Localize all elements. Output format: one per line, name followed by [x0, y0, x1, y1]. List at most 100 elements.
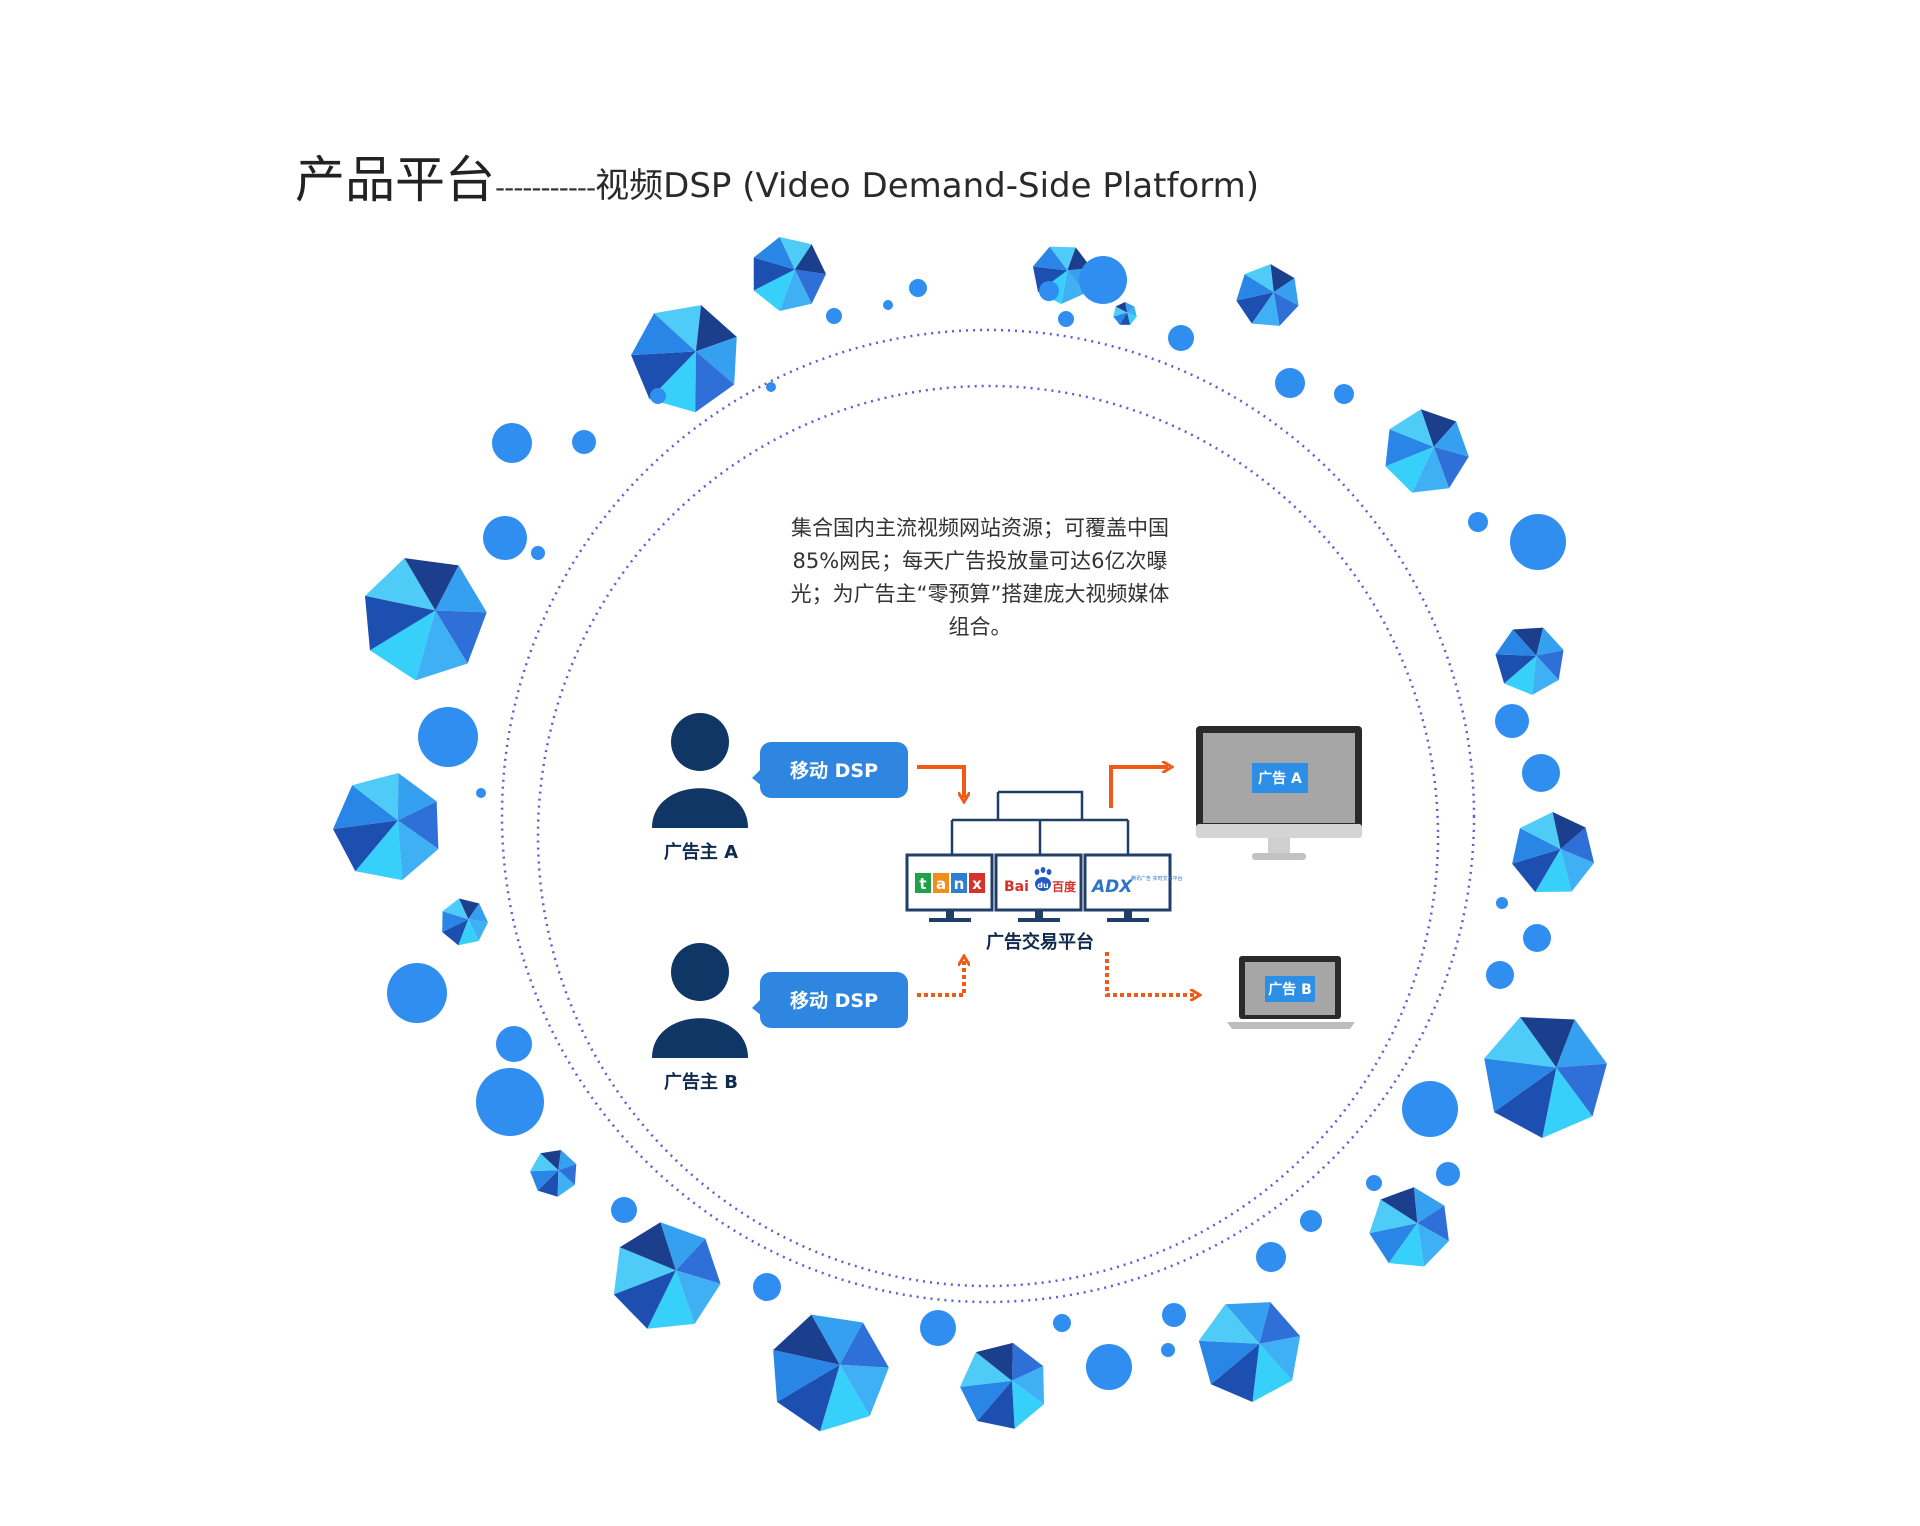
gem-sphere — [1113, 302, 1137, 325]
page-subtitle: 视频DSP (Video Demand-Side Platform) — [595, 166, 1259, 206]
adx-logo: ADX 腾讯广告 实时交易平台 — [1090, 875, 1183, 897]
desktop-monitor: 广告 A — [1196, 726, 1362, 860]
ad-b-label: 广告 B — [1268, 981, 1312, 998]
ad-a-box[interactable]: 广告 A — [1252, 763, 1308, 793]
svg-text:百度: 百度 — [1052, 879, 1077, 894]
decor-dot — [1523, 924, 1551, 952]
gem-sphere — [773, 1314, 889, 1432]
decor-dot — [1058, 311, 1074, 327]
decor-dot — [1522, 754, 1560, 792]
page-title: 产品平台 — [295, 151, 495, 209]
gem-sphere — [442, 898, 488, 946]
person-icon — [652, 943, 748, 1058]
description-line: 组合。 — [948, 615, 1012, 639]
decor-dot — [1086, 1344, 1132, 1390]
page-header: 产品平台-----------视频DSP (Video Demand-Side … — [295, 140, 1259, 212]
gem-sphere — [613, 1222, 721, 1329]
svg-text:Bai: Bai — [1004, 879, 1029, 895]
gem-sphere — [1484, 1017, 1607, 1138]
decor-dot — [1161, 1343, 1175, 1357]
decor-dot — [753, 1273, 781, 1301]
decor-dot — [496, 1026, 532, 1062]
decor-dot — [1168, 325, 1194, 351]
gem-sphere — [1512, 812, 1595, 893]
svg-text:腾讯广告 实时交易平台: 腾讯广告 实时交易平台 — [1131, 875, 1183, 882]
decor-dot — [1510, 514, 1566, 570]
advertiser-a: 移动 DSP 广告主 A — [652, 713, 908, 863]
decor-dot — [476, 1068, 544, 1136]
decor-dot — [826, 308, 842, 324]
decor-dot — [1256, 1242, 1286, 1272]
decor-dot — [1486, 961, 1514, 989]
laptop: 广告 B — [1227, 956, 1355, 1029]
decor-dot — [492, 423, 532, 463]
outer-dotted-ring — [500, 328, 1476, 1304]
paw-icon — [1034, 867, 1052, 891]
decor-dot — [1079, 256, 1127, 304]
decor-dot — [1162, 1303, 1186, 1327]
gem-sphere — [1369, 1187, 1449, 1267]
inner-dotted-ring — [536, 384, 1440, 1288]
decor-dot — [476, 788, 486, 798]
decor-dot — [387, 963, 447, 1023]
description-line: 光；为广告主“零预算”搭建庞大视频媒体 — [790, 582, 1170, 606]
description-line: 85%网民；每天广告投放量可达6亿次曝 — [792, 549, 1168, 573]
ad-b-box[interactable]: 广告 B — [1265, 976, 1315, 1002]
gem-sphere — [960, 1342, 1045, 1429]
svg-text:a: a — [936, 875, 946, 893]
mobile-dsp-bubble-a[interactable]: 移动 DSP — [752, 742, 908, 798]
decor-dot — [1334, 384, 1354, 404]
platform-description: 集合国内主流视频网站资源；可覆盖中国 85%网民；每天广告投放量可达6亿次曝 光… — [760, 512, 1200, 644]
svg-text:du: du — [1037, 881, 1049, 890]
arrow-exchange-to-monitor — [1109, 767, 1168, 808]
mobile-dsp-bubble-b[interactable]: 移动 DSP — [752, 972, 908, 1028]
svg-text:x: x — [972, 875, 982, 893]
advertiser-label: 广告主 B — [664, 1071, 738, 1093]
decor-dot — [418, 707, 478, 767]
exchange-label: 广告交易平台 — [986, 931, 1094, 953]
decor-dot — [650, 388, 666, 404]
exchange-adx[interactable]: ADX 腾讯广告 实时交易平台 — [1083, 853, 1183, 922]
decorative-spheres — [333, 236, 1607, 1432]
arrow-b-to-exchange — [917, 960, 964, 997]
description-line: 集合国内主流视频网站资源；可覆盖中国 — [791, 516, 1169, 540]
svg-text:n: n — [954, 875, 965, 893]
decor-dot — [483, 516, 527, 560]
decor-dot — [766, 382, 776, 392]
decor-dot — [1468, 512, 1488, 532]
decor-dot — [611, 1197, 637, 1223]
gem-sphere — [333, 772, 439, 881]
title-separator: ----------- — [495, 171, 596, 204]
decor-dot — [920, 1310, 956, 1346]
exchange-tanx[interactable]: t a n x — [905, 853, 994, 922]
decor-dot — [883, 300, 893, 310]
gem-sphere — [1495, 627, 1564, 695]
decor-dot — [1053, 1314, 1071, 1332]
advertiser-label: 广告主 A — [664, 841, 738, 863]
decor-dot — [572, 430, 596, 454]
exchange-baidu[interactable]: Bai du 百度 — [994, 853, 1083, 922]
ad-a-label: 广告 A — [1258, 770, 1302, 787]
person-icon — [652, 713, 748, 828]
advertiser-b: 移动 DSP 广告主 B — [652, 943, 908, 1093]
flow-arrows — [917, 767, 1196, 995]
decor-dot — [1402, 1081, 1458, 1137]
decor-dot — [531, 546, 545, 560]
decor-dot — [1300, 1210, 1322, 1232]
bubble-label: 移动 DSP — [790, 989, 878, 1012]
gem-sphere — [1236, 264, 1299, 326]
decor-dot — [1496, 897, 1508, 909]
gem-sphere — [530, 1150, 577, 1197]
svg-text:t: t — [919, 875, 926, 893]
decor-dot — [1275, 368, 1305, 398]
gem-sphere — [365, 558, 487, 681]
decor-dot — [1039, 281, 1059, 301]
arrow-a-to-exchange — [917, 765, 964, 798]
decor-dot — [1436, 1162, 1460, 1186]
decor-dot — [1366, 1175, 1382, 1191]
svg-text:ADX: ADX — [1090, 877, 1133, 897]
decor-dot — [909, 279, 927, 297]
tanx-logo: t a n x — [915, 873, 985, 893]
gem-sphere — [1198, 1302, 1301, 1402]
bubble-label: 移动 DSP — [790, 759, 878, 782]
